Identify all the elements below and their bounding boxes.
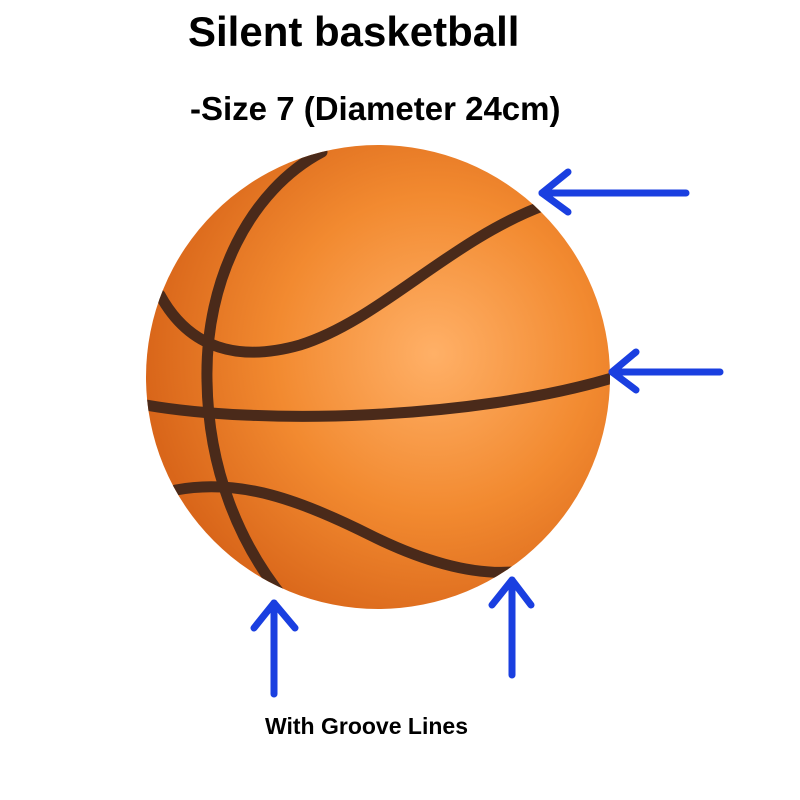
- arrow-icon: [538, 168, 690, 216]
- seam-lower: [170, 481, 518, 578]
- groove-lines: [146, 146, 610, 606]
- size-subtitle: -Size 7 (Diameter 24cm): [190, 90, 561, 127]
- arrow-icon: [488, 576, 535, 679]
- seam-upper: [154, 199, 551, 358]
- feature-caption: With Groove Lines: [265, 713, 468, 739]
- arrow-icon: [608, 348, 724, 394]
- seam-equator: [146, 372, 610, 422]
- arrow-icon: [250, 599, 299, 698]
- page-title: Silent basketball: [188, 8, 520, 55]
- seam-vertical: [201, 146, 328, 606]
